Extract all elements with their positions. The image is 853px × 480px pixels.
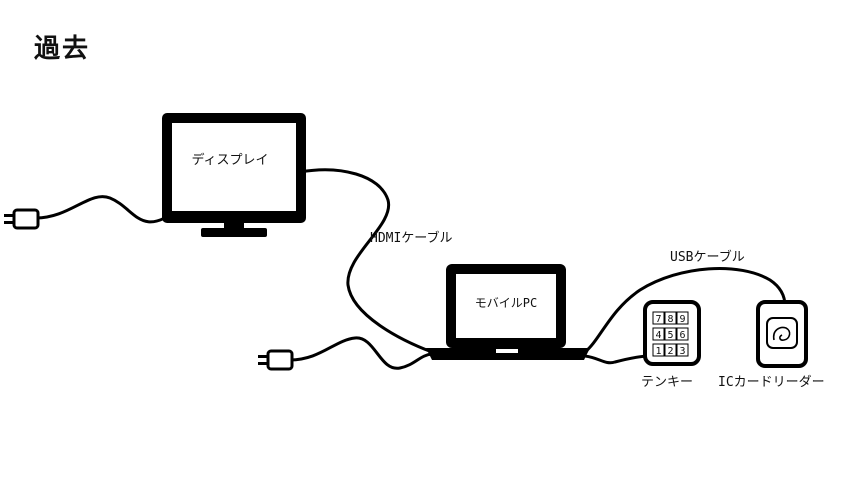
contactless-icon (772, 326, 791, 341)
key-label-7: 7 (655, 314, 661, 325)
display-label: ディスプレイ (191, 152, 268, 168)
usb-cable (584, 267, 787, 354)
tenkey-cable (584, 354, 651, 365)
laptop-label: モバイルPC (475, 296, 537, 310)
key-9 (676, 311, 689, 325)
key-7 (652, 311, 665, 325)
hdmi-cable (299, 168, 433, 354)
laptop-power-cable (289, 336, 433, 370)
key-label-2: 2 (667, 346, 673, 357)
key-label-4: 4 (655, 330, 661, 341)
display-monitor: ディスプレイ (162, 113, 306, 237)
key-5 (664, 327, 677, 341)
hdmi-cable-label: HDMIケーブル (370, 230, 453, 246)
key-label-1: 1 (655, 346, 661, 357)
key-label-9: 9 (679, 314, 685, 325)
key-label-3: 3 (679, 346, 685, 357)
key-1 (652, 343, 665, 357)
usb-cable-label: USBケーブル (670, 249, 745, 265)
display-power-cable (35, 195, 181, 224)
card-reader-label: ICカードリーダー (718, 375, 825, 390)
key-label-6: 6 (679, 330, 685, 341)
tenkey-label: テンキー (641, 375, 693, 390)
plug-icon (4, 208, 40, 230)
plug-icon (258, 349, 294, 371)
key-6 (676, 327, 689, 341)
key-label-5: 5 (667, 330, 673, 341)
key-label-8: 8 (667, 314, 673, 325)
laptop: モバイルPC (426, 264, 590, 360)
key-3 (676, 343, 689, 357)
key-4 (652, 327, 665, 341)
ic-card-reader (756, 300, 808, 368)
key-8 (664, 311, 677, 325)
key-2 (664, 343, 677, 357)
page-title: 過去 (34, 34, 91, 64)
